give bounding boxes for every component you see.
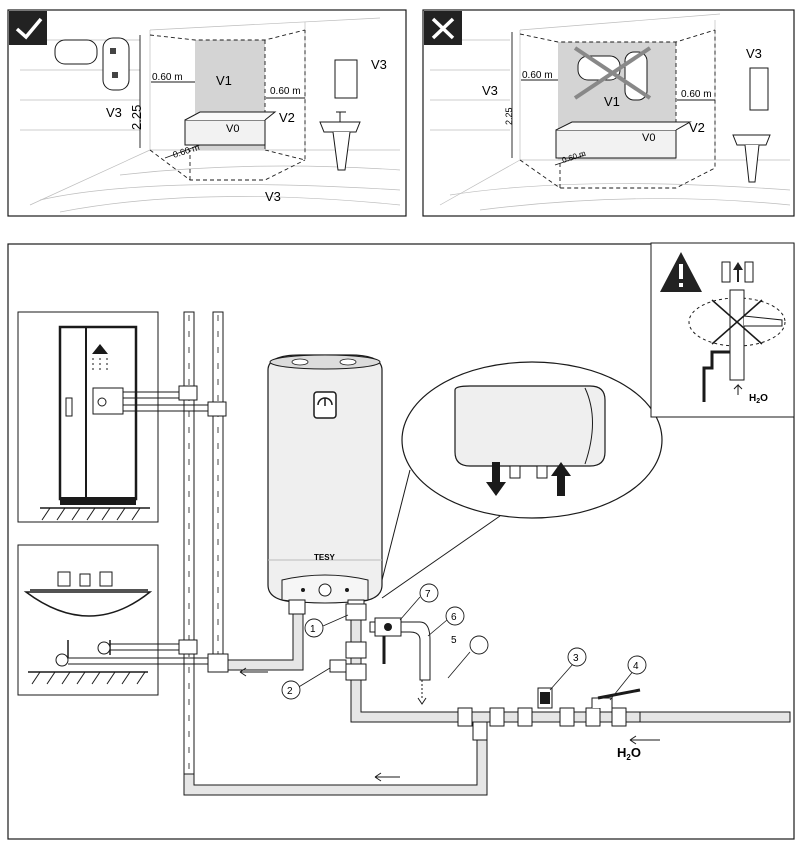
zone-v3-left-label-incorrect: V3 [482, 83, 498, 98]
zone-v3-right-label-incorrect: V3 [746, 46, 762, 61]
zone-v0-label: V0 [226, 123, 239, 135]
dim-left-label-incorrect: 0.60 m [522, 70, 553, 81]
cold-water-line [329, 603, 791, 745]
zoom-detail-bubble [381, 361, 663, 599]
brand-label: TESY [314, 553, 336, 562]
callout-1: 1 [310, 624, 316, 635]
zone-v3-left-label: V3 [106, 105, 122, 120]
incorrect-installation-panel [422, 9, 795, 217]
zone-v1-label: V1 [216, 73, 232, 88]
callout-4: 4 [633, 661, 639, 672]
outflow-arrow-icon [486, 462, 506, 496]
zone-v2-label: V2 [279, 110, 295, 125]
washbasin [17, 544, 213, 696]
callout-3: 3 [573, 653, 579, 664]
callout-6: 6 [451, 612, 457, 623]
zone-v3-right-label: V3 [371, 57, 387, 72]
water-heater [267, 354, 383, 615]
callout-7: 7 [425, 589, 431, 600]
zone-v2-label-incorrect: V2 [689, 120, 705, 135]
inflow-arrow-icon [551, 462, 571, 496]
dim-left-label: 0.60 m [152, 72, 183, 83]
callout-2: 2 [287, 686, 293, 697]
zone-v0-label-incorrect: V0 [642, 132, 655, 144]
height-label: 2.25 [129, 105, 144, 130]
shower-cabin [17, 311, 227, 523]
dim-right-label: 0.60 m [270, 86, 301, 97]
correct-installation-panel [7, 9, 407, 217]
warning-inset [650, 242, 795, 418]
checkmark-icon [9, 11, 47, 45]
water-label-main: H2O [617, 745, 641, 762]
zone-v3-bottom-label: V3 [265, 189, 281, 204]
warning-triangle-icon [660, 252, 702, 292]
height-label-incorrect: 2.25 [504, 107, 514, 125]
dim-right-label-incorrect: 0.60 m [681, 89, 712, 100]
callout-5: 5 [451, 635, 457, 646]
water-label-warning: H2O [749, 393, 768, 405]
zone-v1-label-incorrect: V1 [604, 94, 620, 109]
